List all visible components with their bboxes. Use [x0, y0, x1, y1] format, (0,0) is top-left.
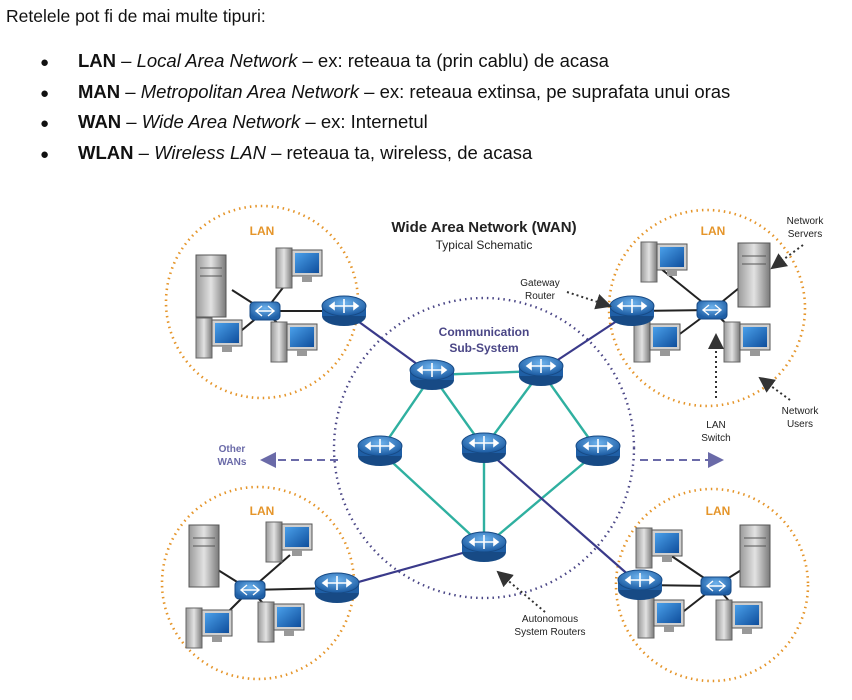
router-icon — [409, 359, 455, 390]
workstation-icon — [715, 599, 763, 641]
bullet-icon: ● — [40, 84, 50, 102]
workstation-icon — [270, 321, 318, 363]
type-abbr: WLAN — [78, 141, 134, 163]
workstation-icon — [723, 321, 771, 363]
workstation-icon — [265, 521, 313, 563]
workstation-icon — [635, 527, 683, 569]
separator: – — [133, 141, 155, 163]
lan-circle-top-right — [607, 208, 807, 408]
server-icon — [737, 242, 771, 308]
workstation-icon — [640, 241, 688, 283]
comm-label-line1: Communication — [439, 325, 530, 339]
lan-switch-icon — [234, 580, 266, 600]
list-item: ● MAN – Metropolitan Area Network – ex: r… — [40, 79, 730, 110]
servers-label-line1: Network — [787, 216, 825, 227]
bullet-icon: ● — [40, 115, 50, 132]
server-icon — [195, 254, 227, 318]
asr-label-line2: System Routers — [514, 627, 585, 638]
type-description: – ex: reteaua ta (prin cablu) de acasa — [297, 50, 609, 71]
users-label-line2: Users — [787, 419, 813, 430]
workstation-icon — [633, 321, 681, 363]
users-label-line1: Network — [782, 406, 820, 417]
comm-label-line2: Sub-System — [449, 341, 518, 355]
workstations — [185, 241, 771, 649]
list-item: ● LAN – Local Area Network – ex: reteaua … — [40, 48, 730, 79]
type-description: – ex: Internetul — [300, 111, 428, 132]
type-abbr: LAN — [78, 50, 117, 71]
other-wans-line2: WANs — [218, 457, 247, 468]
router-icon — [609, 295, 655, 326]
workstation-icon — [637, 597, 685, 639]
list-item: ● WAN – Wide Area Network – ex: Internetu… — [40, 109, 730, 140]
list-item: ● WLAN – Wireless LAN – reteaua ta, wirel… — [40, 140, 730, 171]
servers-label-line2: Servers — [788, 229, 822, 240]
type-abbr: WAN — [78, 111, 122, 132]
workstation-icon — [195, 317, 243, 359]
workstation-icon — [185, 607, 233, 649]
router-icon — [357, 435, 403, 466]
type-description: – reteaua ta, wireless, de acasa — [265, 141, 533, 163]
type-full-name: Wide Area Network — [141, 111, 301, 132]
intro-text: Retelele pot fi de mai multe tipuri: — [6, 6, 266, 26]
network-types-list: ● LAN – Local Area Network – ex: reteaua … — [40, 48, 730, 170]
router-icon — [461, 432, 507, 463]
lan-switch-icon — [700, 576, 732, 596]
separator: – — [120, 80, 141, 102]
annotation-pointers — [496, 244, 804, 613]
type-full-name: Local Area Network — [136, 50, 298, 71]
comm-subsystem-circle — [332, 296, 636, 600]
router-icon — [575, 435, 621, 466]
routers — [314, 295, 663, 603]
server-icon — [188, 524, 220, 588]
bullet-icon: ● — [40, 54, 50, 71]
lan-switch-icon — [249, 301, 281, 321]
separator: – — [116, 50, 137, 71]
workstation-icon — [257, 601, 305, 643]
router-icon — [518, 355, 564, 386]
router-icon — [461, 531, 507, 562]
lan-switch-icon — [696, 300, 728, 320]
diagram-subtitle: Typical Schematic — [436, 238, 533, 252]
type-abbr: MAN — [78, 80, 121, 102]
server-icon — [739, 524, 771, 588]
gateway-label-line2: Router — [525, 291, 556, 302]
lan-circle-bottom-right — [614, 487, 810, 683]
lan-label: LAN — [250, 504, 275, 518]
switch-label-line2: Switch — [701, 433, 730, 444]
other-wans-line1: Other — [219, 444, 246, 455]
switch-label-line1: LAN — [706, 420, 725, 431]
type-full-name: Metropolitan Area Network — [140, 80, 360, 102]
gateway-label-line1: Gateway — [520, 278, 559, 289]
lan-label: LAN — [250, 224, 275, 238]
type-description: – ex: reteaua extinsa, pe suprafata unui… — [359, 80, 731, 102]
lan-label: LAN — [701, 224, 726, 238]
separator: – — [121, 111, 142, 132]
diagram-title: Wide Area Network (WAN) — [391, 219, 576, 236]
workstation-icon — [275, 247, 323, 289]
asr-label-line1: Autonomous — [522, 614, 578, 625]
type-full-name: Wireless LAN — [154, 141, 266, 163]
lan-label: LAN — [706, 504, 731, 518]
bullet-icon: ● — [40, 145, 50, 163]
router-icon — [321, 295, 367, 326]
router-icon — [314, 572, 360, 603]
router-icon — [617, 569, 663, 600]
